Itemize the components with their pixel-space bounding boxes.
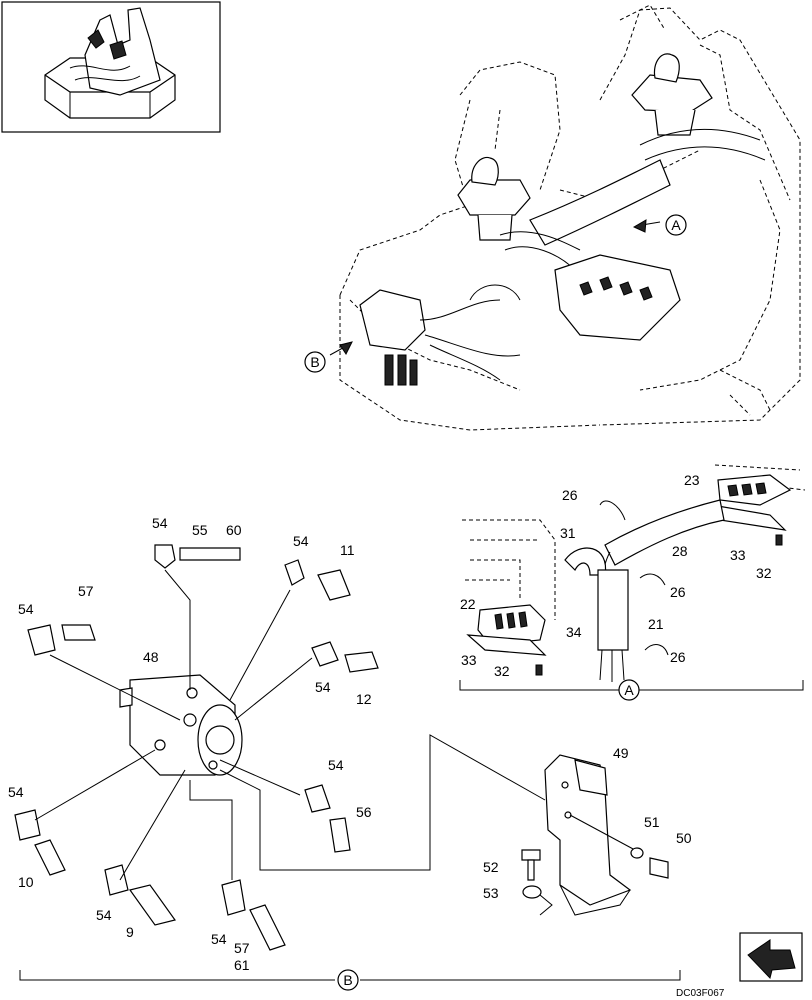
part-label-61: 61: [234, 957, 250, 973]
part-label-54: 54: [96, 907, 112, 923]
part-label-31: 31: [560, 525, 576, 541]
part-label-52: 52: [483, 859, 499, 875]
part-label-12: 12: [356, 691, 372, 707]
part-label-26: 26: [670, 649, 686, 665]
detail-a-frame: [459, 464, 806, 701]
manifold-assembly: [14, 544, 681, 991]
part-label-26: 26: [562, 487, 578, 503]
callout-a-label: A: [671, 217, 681, 233]
part-label-33: 33: [461, 652, 477, 668]
callout-b-circle: [304, 351, 326, 373]
part-label-11: 11: [340, 542, 355, 558]
part-label-54: 54: [8, 784, 24, 800]
part-label-10: 10: [18, 874, 34, 890]
drawing-code: DC03F067: [676, 988, 725, 999]
part-label-21: 21: [648, 616, 664, 632]
part-label-48: 48: [143, 649, 159, 665]
callout-a-circle: [665, 214, 687, 236]
part-label-57: 57: [234, 940, 250, 956]
part-label-50: 50: [676, 830, 692, 846]
part-label-23: 23: [684, 472, 700, 488]
part-label-54: 54: [18, 601, 34, 617]
part-label-54: 54: [152, 515, 168, 531]
part-label-22: 22: [460, 596, 476, 612]
locator-inset: [1, 1, 221, 133]
part-label-26: 26: [670, 584, 686, 600]
control-assembly: [329, 4, 801, 431]
part-label-32: 32: [494, 663, 510, 679]
part-label-55: 55: [192, 522, 208, 538]
part-label-60: 60: [226, 522, 242, 538]
callout-a-label-detail: A: [624, 682, 634, 698]
part-label-56: 56: [356, 804, 372, 820]
part-label-54: 54: [293, 533, 309, 549]
part-label-51: 51: [644, 814, 660, 830]
part-label-57: 57: [78, 583, 94, 599]
part-label-54: 54: [315, 679, 331, 695]
view-direction-icon: [739, 932, 803, 982]
callout-b-label: B: [310, 354, 319, 370]
bracket-assembly: [521, 754, 669, 916]
part-label-49: 49: [613, 745, 629, 761]
part-label-54: 54: [328, 757, 344, 773]
part-label-28: 28: [672, 543, 688, 559]
part-label-32: 32: [756, 565, 772, 581]
part-label-33: 33: [730, 547, 746, 563]
part-label-9: 9: [126, 924, 134, 940]
part-labels: 54 55 60 54 11 54 57 48 54 12 54 56 54 1…: [8, 472, 772, 973]
part-label-54: 54: [211, 931, 227, 947]
part-label-53: 53: [483, 885, 499, 901]
callout-b-label-detail: B: [343, 972, 352, 988]
part-label-34: 34: [566, 624, 582, 640]
